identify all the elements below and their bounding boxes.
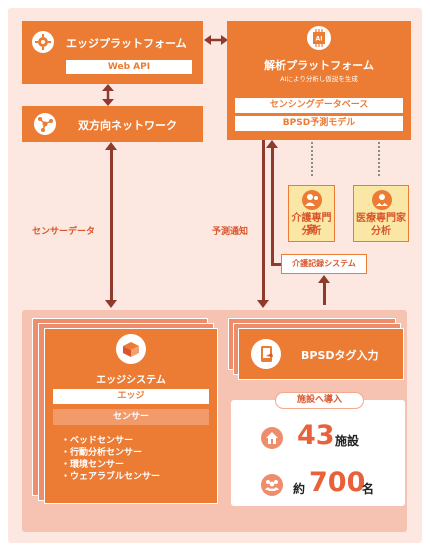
sensor-item-bed: ・ベッドセンサー xyxy=(61,436,134,446)
bpsd-title: BPSDタグ入力 xyxy=(301,349,379,362)
care-expert-box: 介護専門家 分析 xyxy=(288,185,335,242)
facilities-count: 43 xyxy=(297,420,335,451)
edge-platform-title: エッジプラットフォーム xyxy=(66,37,187,50)
adoption-title-pill: 施設へ導入 xyxy=(275,392,364,409)
edge-label-row: エッジ xyxy=(53,389,209,404)
analysis-platform-box: AI 解析プラットフォーム AIにより分析し仮説を生成 センシングデータベース … xyxy=(227,21,411,140)
sensor-item-environment: ・環境センサー xyxy=(61,460,125,470)
care-record-up-arrow-head xyxy=(318,275,330,283)
expert-connector-left xyxy=(311,142,313,176)
expert-connector-right xyxy=(378,142,380,176)
sensor-list: ・ベッドセンサー ・行動分析センサー ・環境センサー ・ウェアラブルセンサー xyxy=(61,433,211,497)
network-edge-line xyxy=(110,150,113,302)
tablet-icon xyxy=(251,339,281,369)
medical-expert-box: 医療専門家 分析 xyxy=(353,185,409,242)
edge-platform-box: エッジプラットフォーム Web API xyxy=(22,21,203,84)
people-unit: 名 xyxy=(362,482,375,496)
facilities-unit: 施設 xyxy=(335,434,360,448)
sensor-data-label: センサーデータ xyxy=(32,227,96,237)
medical-expert-icon xyxy=(372,190,392,210)
medical-expert-line1: 医療専門家 xyxy=(356,213,406,224)
people-icon xyxy=(261,474,283,496)
network-arrow-head-down xyxy=(105,300,117,308)
care-expert-line2: 分析 xyxy=(301,226,322,237)
svg-text:AI: AI xyxy=(316,36,323,43)
medical-expert-line2: 分析 xyxy=(371,226,391,237)
sensing-database-row: センシングデータベース xyxy=(235,98,403,113)
bpsd-model-row: BPSD予測モデル xyxy=(235,116,403,131)
people-prefix: 約 xyxy=(293,482,306,496)
care-record-box: 介護記録システム xyxy=(281,254,367,274)
prediction-line xyxy=(262,140,265,300)
prediction-notice-label: 予測通知 xyxy=(212,227,249,237)
edge-system-card: エッジシステム エッジ センサー ・ベッドセンサー ・行動分析センサー ・環境セ… xyxy=(44,328,218,504)
prediction-arrow-head xyxy=(257,300,269,308)
web-api-label: Web API xyxy=(66,60,192,74)
care-record-return-vertical xyxy=(271,148,274,265)
care-expert-line1: 介護専門家 xyxy=(291,213,332,236)
sensor-item-wearable: ・ウェアラブルセンサー xyxy=(61,472,161,482)
edge-network-arrow xyxy=(102,84,114,106)
network-box: 双方向ネットワーク xyxy=(22,106,203,142)
care-record-up-line xyxy=(323,283,326,305)
ai-chip-icon: AI xyxy=(307,26,331,50)
edge-system-icon xyxy=(116,334,146,364)
care-expert-icon xyxy=(302,190,322,210)
network-icon xyxy=(34,113,56,135)
facility-icon xyxy=(261,427,283,449)
care-record-return-horizontal xyxy=(271,263,281,266)
analysis-platform-title: 解析プラットフォーム xyxy=(264,59,374,72)
network-arrow-head-up xyxy=(105,142,117,150)
bpsd-card: BPSDタグ入力 xyxy=(238,328,404,380)
edge-analysis-arrow xyxy=(204,35,228,45)
care-record-arrow-head xyxy=(266,140,278,148)
analysis-platform-subtitle: AIにより分析し仮説を生成 xyxy=(280,75,358,83)
sensor-item-behavior: ・行動分析センサー xyxy=(61,448,143,458)
adoption-panel xyxy=(231,400,405,506)
sensor-header: センサー xyxy=(53,409,209,425)
network-title: 双方向ネットワーク xyxy=(78,119,177,132)
people-count: 700 xyxy=(309,467,366,498)
edge-system-title: エッジシステム xyxy=(96,375,166,386)
edge-platform-icon xyxy=(32,31,54,53)
